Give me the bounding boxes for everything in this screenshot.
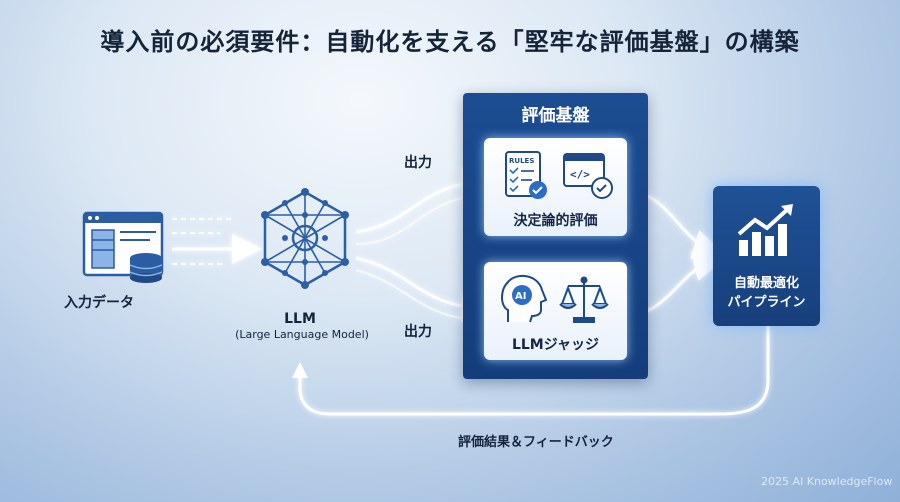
pipeline-label-line2: パイプライン [727, 295, 806, 310]
feedback-arrow-head [292, 362, 308, 378]
ai-head-icon: AI [501, 274, 548, 323]
llm-judge-icons: AI [501, 274, 609, 323]
output-label-top: 出力 [404, 155, 432, 171]
llm-sublabel: (Large Language Model) [235, 328, 369, 341]
deterministic-evaluation-card: RULES </> 決定論的評価 [484, 138, 627, 236]
auto-optimization-pipeline: 自動最適化 パイプライン [713, 186, 820, 326]
deterministic-evaluation-label: 決定論的評価 [513, 213, 598, 229]
footer-credit: 2025 AI KnowledgeFlow [761, 475, 893, 488]
ai-text: AI [515, 291, 526, 302]
growth-chart-icon [737, 204, 793, 256]
feedback-label: 評価結果＆フィードバック [458, 435, 614, 450]
rules-text: RULES [509, 157, 534, 165]
llm-label: LLM [284, 311, 316, 327]
rules-checklist-icon: RULES [505, 151, 547, 199]
page-title: 導入前の必須要件：自動化を支える「堅牢な評価基盤」の構築 [100, 28, 800, 56]
input-to-llm-arrows [172, 218, 262, 265]
pipeline-label-line1: 自動最適化 [733, 276, 799, 291]
evaluation-platform-panel: 評価基盤 RULES </> [463, 93, 648, 379]
feedback-loop [298, 326, 770, 416]
llm-to-evaluation-flows [355, 167, 492, 323]
neural-network-icon [261, 188, 349, 289]
llm-judge-label: LLMジャッジ [511, 337, 600, 353]
data-input-icon [82, 211, 164, 283]
evaluation-platform-title: 評価基盤 [521, 106, 590, 126]
llm-judge-card: AI LLMジャッジ [484, 262, 627, 360]
code-check-icon: </> [563, 153, 613, 199]
deterministic-icons: RULES </> [505, 151, 613, 199]
output-label-bottom: 出力 [404, 324, 432, 340]
input-data-label: 入力データ [64, 295, 134, 311]
svg-text:</>: </> [570, 168, 590, 181]
scales-icon [559, 276, 609, 323]
